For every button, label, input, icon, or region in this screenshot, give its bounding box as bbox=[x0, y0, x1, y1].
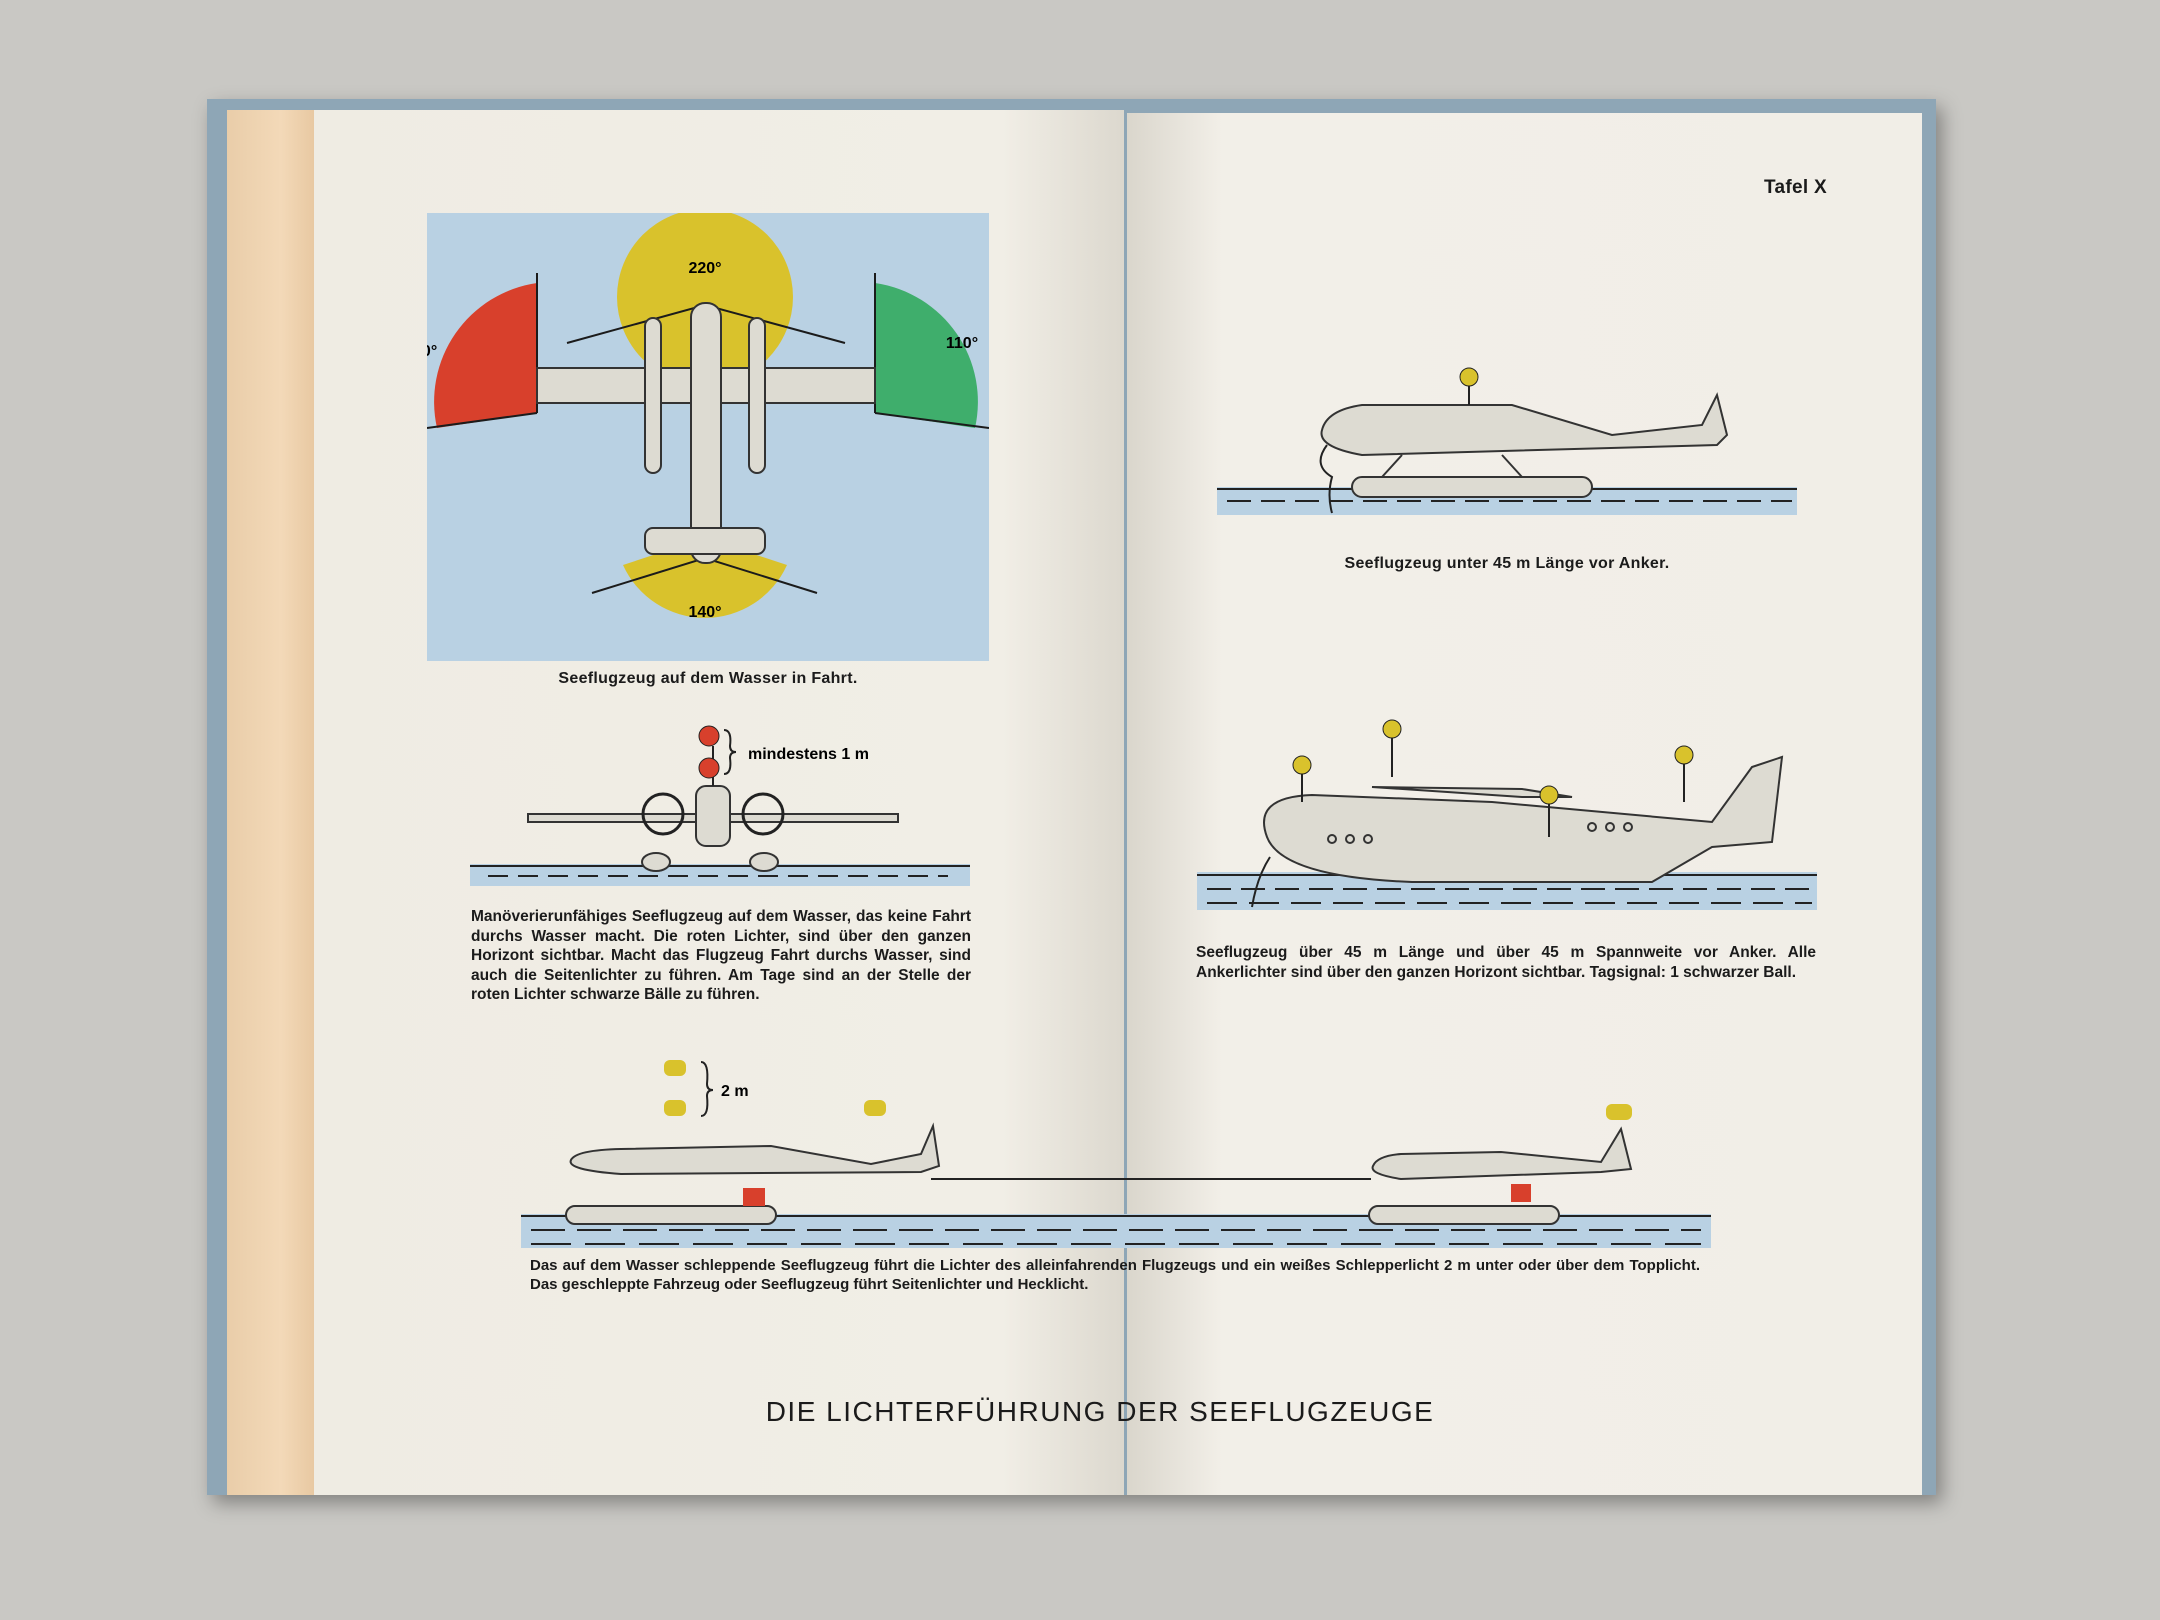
towing-diagram: 2 m bbox=[521, 1060, 1711, 1248]
towed-plane bbox=[1371, 1126, 1633, 1181]
page-edges bbox=[227, 110, 317, 1495]
not-under-command-text: Manöverierunfähiges Seeflugzeug auf dem … bbox=[471, 908, 971, 1003]
anchor-large-diagram bbox=[1197, 719, 1817, 910]
not-under-command-diagram: mindestens 1 m bbox=[470, 725, 970, 886]
anchor-lights bbox=[1292, 719, 1694, 805]
plate-label: Tafel X bbox=[1764, 177, 1827, 198]
min-distance-label: mindestens 1 m bbox=[748, 746, 869, 763]
port-light-sector bbox=[434, 283, 537, 428]
anchor-small-diagram bbox=[1217, 367, 1797, 515]
towing-plane bbox=[569, 1122, 941, 1176]
plate-title: DIE LICHTERFÜHRUNG DER SEEFLUGZEUGE bbox=[765, 1396, 1435, 1427]
port-angle: 110° bbox=[427, 343, 437, 360]
stern-light-sector bbox=[623, 538, 787, 618]
masthead-angle: 220° bbox=[688, 260, 721, 277]
anchor-chain bbox=[1319, 444, 1334, 514]
anchor-large-text: Seeflugzeug über 45 m Länge und über 45 … bbox=[1196, 944, 1816, 981]
anchor-small-caption: Seeflugzeug unter 45 m Länge vor Anker. bbox=[1344, 555, 1670, 572]
towing-text: Das auf dem Wasser schleppende Seeflugze… bbox=[530, 1257, 1700, 1293]
stern-angle: 140° bbox=[688, 604, 721, 621]
starboard-angle: 110° bbox=[946, 335, 978, 352]
underway-light-diagram: 220° 110° 110° 140° bbox=[427, 213, 989, 661]
tow-distance-label: 2 m bbox=[721, 1083, 749, 1100]
starboard-light-sector bbox=[875, 283, 978, 428]
underway-caption: Seeflugzeug auf dem Wasser in Fahrt. bbox=[558, 670, 858, 687]
plane-top-view bbox=[536, 302, 876, 564]
anchor-light bbox=[1459, 367, 1479, 387]
red-light-lower bbox=[698, 757, 720, 779]
towing-lights bbox=[664, 1060, 886, 1116]
red-light-upper bbox=[698, 725, 720, 747]
